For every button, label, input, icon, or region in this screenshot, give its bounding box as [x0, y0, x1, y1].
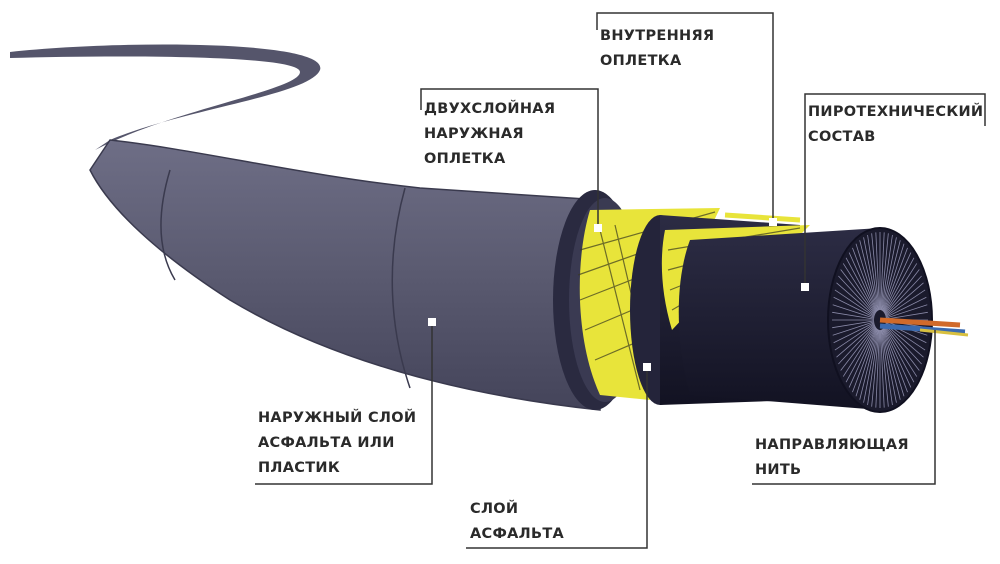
- end-face-fiber: [882, 328, 905, 397]
- label-line: ВНУТРЕННЯЯ: [600, 28, 715, 44]
- end-face-fiber: [871, 233, 880, 311]
- end-face-fiber: [882, 240, 901, 312]
- end-face-fiber: [880, 329, 885, 408]
- end-face-fiber: [885, 296, 927, 318]
- label-pyro-composition: ПИРОТЕХНИЧЕСКИЙ СОСТАВ: [808, 100, 983, 150]
- end-face-fiber: [838, 275, 876, 316]
- end-face-fiber: [840, 325, 876, 371]
- end-face-fiber: [885, 323, 924, 358]
- end-face-fiber: [881, 237, 897, 311]
- end-face-fiber: [848, 252, 877, 313]
- label-inner-braid: ВНУТРЕННЯЯ ОПЛЕТКА: [600, 24, 714, 74]
- label-line: НАРУЖНЫЙ СЛОЙ: [258, 410, 417, 426]
- sheath-seam: [391, 187, 411, 389]
- label-line: АСФАЛЬТА ИЛИ: [258, 435, 395, 451]
- end-face-fiber: [832, 304, 875, 319]
- end-face-fiber: [867, 329, 879, 406]
- sheath-seam: [160, 169, 176, 281]
- label-line: ДВУХСЛОЙНАЯ: [424, 101, 556, 117]
- end-face-fiber: [880, 232, 885, 311]
- end-face-fiber: [882, 328, 901, 400]
- label-line: СЛОЙ: [470, 501, 519, 517]
- end-face-fiber: [881, 234, 893, 311]
- end-face-fiber: [875, 329, 880, 408]
- label-guide-thread: НАПРАВЛЯЮЩАЯ НИТЬ: [755, 433, 909, 483]
- cable-tail: [10, 44, 321, 151]
- end-face-fiber: [881, 329, 897, 403]
- end-face-fiber: [832, 320, 875, 329]
- end-face-fiber: [883, 252, 912, 313]
- end-face-fibers: [832, 232, 928, 408]
- end-face-fiber: [855, 243, 878, 312]
- end-face-fiber: [880, 329, 889, 407]
- end-face-fiber: [836, 323, 875, 358]
- end-face-fiber: [859, 328, 878, 400]
- end-face-fiber: [867, 234, 879, 311]
- end-face-fiber: [859, 240, 878, 312]
- end-face-fiber: [883, 327, 912, 388]
- end-face-fiber: [881, 329, 893, 406]
- label-outer-braid: ДВУХСЛОЙНАЯ НАРУЖНАЯ ОПЛЕТКА: [424, 97, 555, 172]
- label-line: СОСТАВ: [808, 129, 876, 145]
- end-face-fiber: [845, 257, 877, 314]
- end-face-fiber: [836, 282, 875, 317]
- end-face-fiber: [885, 304, 928, 319]
- outer-sheath: [89, 139, 601, 411]
- end-face-fiber: [883, 328, 908, 393]
- guide-thread-wire-orange: [879, 317, 961, 328]
- end-face-fiber: [848, 327, 877, 388]
- end-face-fiber: [885, 282, 924, 317]
- end-face-fiber: [884, 324, 922, 365]
- end-face-fiber: [852, 247, 877, 312]
- end-face-fiber: [832, 321, 875, 336]
- end-face-fiber: [883, 257, 915, 314]
- label-line: ПЛАСТИК: [258, 460, 341, 476]
- end-face-fiber: [871, 329, 880, 407]
- end-face-fiber: [834, 289, 875, 317]
- end-face-fiber: [882, 243, 905, 312]
- end-face-fiber: [885, 289, 926, 317]
- end-face-fiber: [833, 296, 875, 318]
- label-line: НАРУЖНАЯ: [424, 126, 524, 142]
- end-face-fiber: [883, 247, 908, 312]
- marker-points: [428, 218, 809, 371]
- label-line: ОПЛЕТКА: [600, 53, 682, 69]
- end-face-fiber: [884, 325, 920, 371]
- end-face-fiber: [875, 232, 880, 311]
- end-face-fiber: [884, 263, 918, 314]
- end-face-fiber: [838, 324, 876, 365]
- pyro-core: [678, 228, 880, 410]
- end-face-fiber: [883, 326, 915, 383]
- end-face-fiber: [863, 329, 879, 403]
- label-line: НИТЬ: [755, 462, 802, 478]
- label-outer-layer: НАРУЖНЫЙ СЛОЙ АСФАЛЬТА ИЛИ ПЛАСТИК: [258, 406, 416, 481]
- end-face-fiber: [833, 322, 875, 344]
- label-line: ОПЛЕТКА: [424, 151, 506, 167]
- end-face-fiber: [832, 311, 875, 320]
- label-line: ПИРОТЕХНИЧЕСКИЙ: [808, 104, 984, 120]
- end-face-fiber: [885, 311, 928, 320]
- end-face-fiber: [884, 326, 918, 377]
- leader-lines: [255, 12, 986, 549]
- end-face-fiber: [855, 328, 878, 397]
- end-face-fiber: [842, 326, 876, 377]
- end-face-fiber: [834, 323, 875, 351]
- end-face-fiber: [852, 328, 877, 393]
- end-face-fiber: [880, 233, 889, 311]
- label-asphalt-layer: СЛОЙ АСФАЛЬТА: [470, 497, 564, 547]
- end-face-fiber: [840, 269, 876, 315]
- end-face-fiber: [845, 326, 877, 383]
- guide-thread-wire-yellow: [919, 328, 969, 337]
- end-face-fiber: [884, 275, 922, 316]
- end-face-fiber: [863, 237, 879, 311]
- label-line: НАПРАВЛЯЮЩАЯ: [755, 437, 909, 453]
- end-face-fiber: [884, 269, 920, 315]
- end-face-fiber: [842, 263, 876, 314]
- label-line: АСФАЛЬТА: [470, 526, 565, 542]
